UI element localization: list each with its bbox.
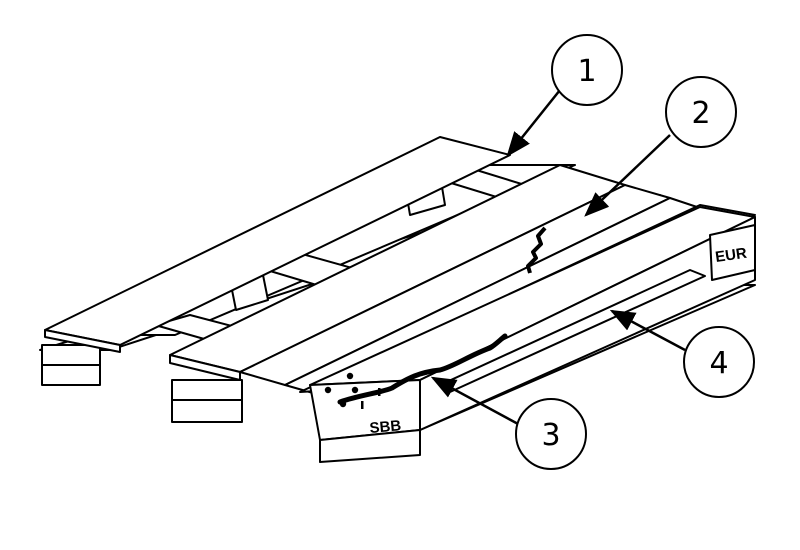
crack-front-stringer <box>337 333 508 405</box>
top-board-1-edge <box>44 329 121 353</box>
front-block-sbb <box>309 379 421 463</box>
crack-top-board <box>526 226 547 274</box>
right-block-eur <box>709 224 756 281</box>
callout-2-label: 2 <box>691 96 710 131</box>
callout-3-arrow <box>430 376 521 427</box>
callout-2-arrow <box>584 134 671 217</box>
top-board-2-edge <box>169 354 241 381</box>
callout-4-label: 4 <box>709 346 728 381</box>
stamp-eur: EUR <box>714 245 748 266</box>
callout-2: 2 <box>665 76 737 148</box>
callout-1-label: 1 <box>577 54 596 89</box>
callout-1-arrow <box>506 89 561 157</box>
stamp-sbb: SBB <box>369 417 402 437</box>
left-block-front <box>41 344 101 386</box>
callout-4-arrow <box>609 309 686 352</box>
middle-block-front <box>171 379 243 423</box>
callout-1: 1 <box>551 34 623 106</box>
callout-4: 4 <box>683 326 755 398</box>
callout-3: 3 <box>515 398 587 470</box>
callout-3-label: 3 <box>541 418 560 453</box>
